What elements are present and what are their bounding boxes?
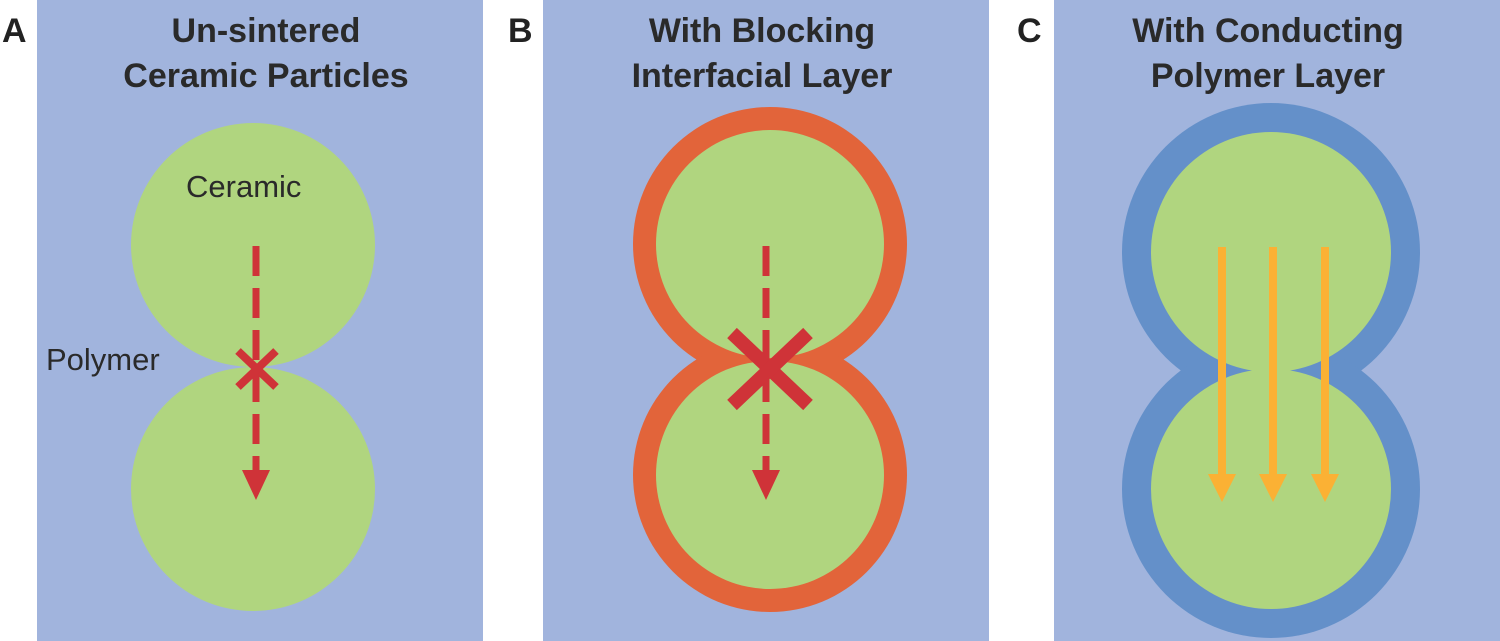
block-x-mark bbox=[235, 348, 279, 390]
panel-a: Ceramic Polymer Un-sintered Ceramic Part… bbox=[37, 0, 483, 641]
polymer-label: Polymer bbox=[46, 342, 160, 377]
panel-a-title-line-2: Ceramic Particles bbox=[123, 57, 408, 95]
ceramic-particle-top bbox=[656, 130, 884, 358]
panel-c-title-line-1: With Conducting bbox=[1132, 12, 1404, 50]
panel-c-letter: C bbox=[1017, 12, 1042, 50]
ceramic-particle-top bbox=[131, 123, 375, 367]
blocked-ion-path-arrowhead bbox=[752, 470, 780, 500]
ceramic-label: Ceramic bbox=[186, 169, 301, 204]
panel-b: With Blocking Interfacial Layer bbox=[543, 0, 989, 641]
blocked-ion-path-arrowhead bbox=[242, 470, 270, 500]
panel-a-letter: A bbox=[2, 12, 27, 50]
panel-c: With Conducting Polymer Layer bbox=[1054, 0, 1500, 641]
panel-a-title-line-1: Un-sintered bbox=[172, 12, 361, 50]
conduction-arrow bbox=[1208, 247, 1236, 502]
panel-c-title-line-2: Polymer Layer bbox=[1151, 57, 1385, 95]
panel-b-title-line-1: With Blocking bbox=[649, 12, 875, 50]
conduction-arrow bbox=[1259, 247, 1287, 502]
block-x-mark bbox=[727, 327, 813, 411]
panel-b-title-line-2: Interfacial Layer bbox=[632, 57, 893, 95]
conduction-arrow bbox=[1311, 247, 1339, 502]
panel-b-letter: B bbox=[508, 12, 533, 50]
